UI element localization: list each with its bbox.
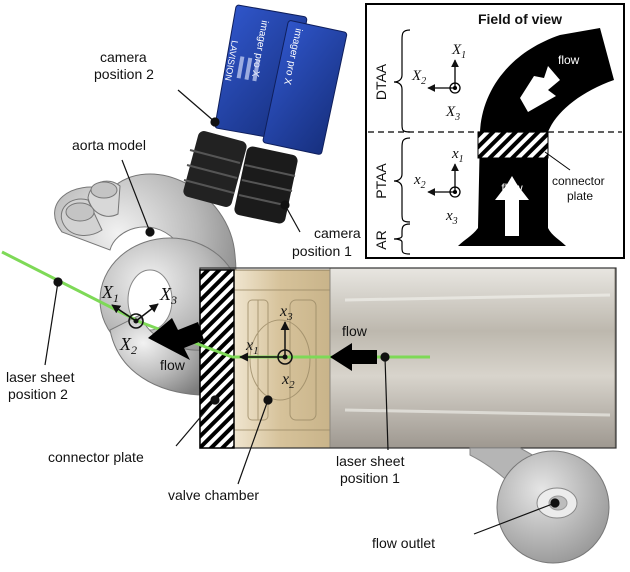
inset-upper-axes [427,59,461,94]
flow-label-tube: flow [342,323,368,339]
global-x1-label: X1 [101,282,119,305]
flow-arrow-tube [330,343,377,371]
local-axes-main [239,321,293,365]
camera-position-2-label: camera position 2 [94,49,154,82]
flow-arrow-aorta [148,318,204,360]
field-of-view-inset: Field of view flow flow connector plate … [365,3,625,259]
connector-plate-label: connector plate [48,449,144,465]
aorta-model [54,173,241,396]
inset-region-ptaa: PTAA [373,163,389,199]
camera-position-1-label: camera position 1 [292,225,365,259]
laser-sheet-position-2-label: laser sheet position 2 [6,369,78,402]
inset-upper-x1: X1 [451,42,466,61]
inset-region-ar: AR [373,230,389,249]
flow-label-aorta: flow [160,357,186,373]
camera-position-1: imager pro X [262,20,348,155]
inset-flow-label-upper: flow [558,53,580,67]
inset-connector-plate [477,131,549,159]
local-x2-label: x2 [281,371,295,391]
inset-region-dtaa: DTAA [373,63,389,100]
valve-chamber-label: valve chamber [168,487,259,503]
tube-reflections [344,293,611,417]
local-x1-label: x1 [245,337,259,357]
global-x3-label: X3 [159,284,177,307]
inset-lower-x3: x3 [445,208,458,227]
inset-flow-arrow-upper [520,66,560,112]
flow-outlet-label: flow outlet [372,535,435,551]
global-x2-label: X2 [119,334,137,357]
connector-plate [199,269,235,449]
callout-leaders [44,89,560,535]
valve-chamber-body [231,269,331,449]
inset-region-braces [393,29,411,255]
inset-lower-axes [427,163,461,198]
inset-title: Field of view [478,11,562,27]
laser-sheet-position-1-label: laser sheet position 1 [336,453,408,486]
inset-flow-label-lower: flow [501,181,523,195]
inset-lower-x1: x1 [451,146,464,165]
local-x3-label: x3 [279,303,293,323]
aorta-model-label: aorta model [72,137,146,153]
global-axes-main [111,303,159,329]
inset-lower-x2: x2 [413,172,426,191]
inset-connector-label: connector plate [552,174,608,203]
inset-upper-x3: X3 [445,104,460,123]
inset-upper-x2: X2 [411,68,426,87]
